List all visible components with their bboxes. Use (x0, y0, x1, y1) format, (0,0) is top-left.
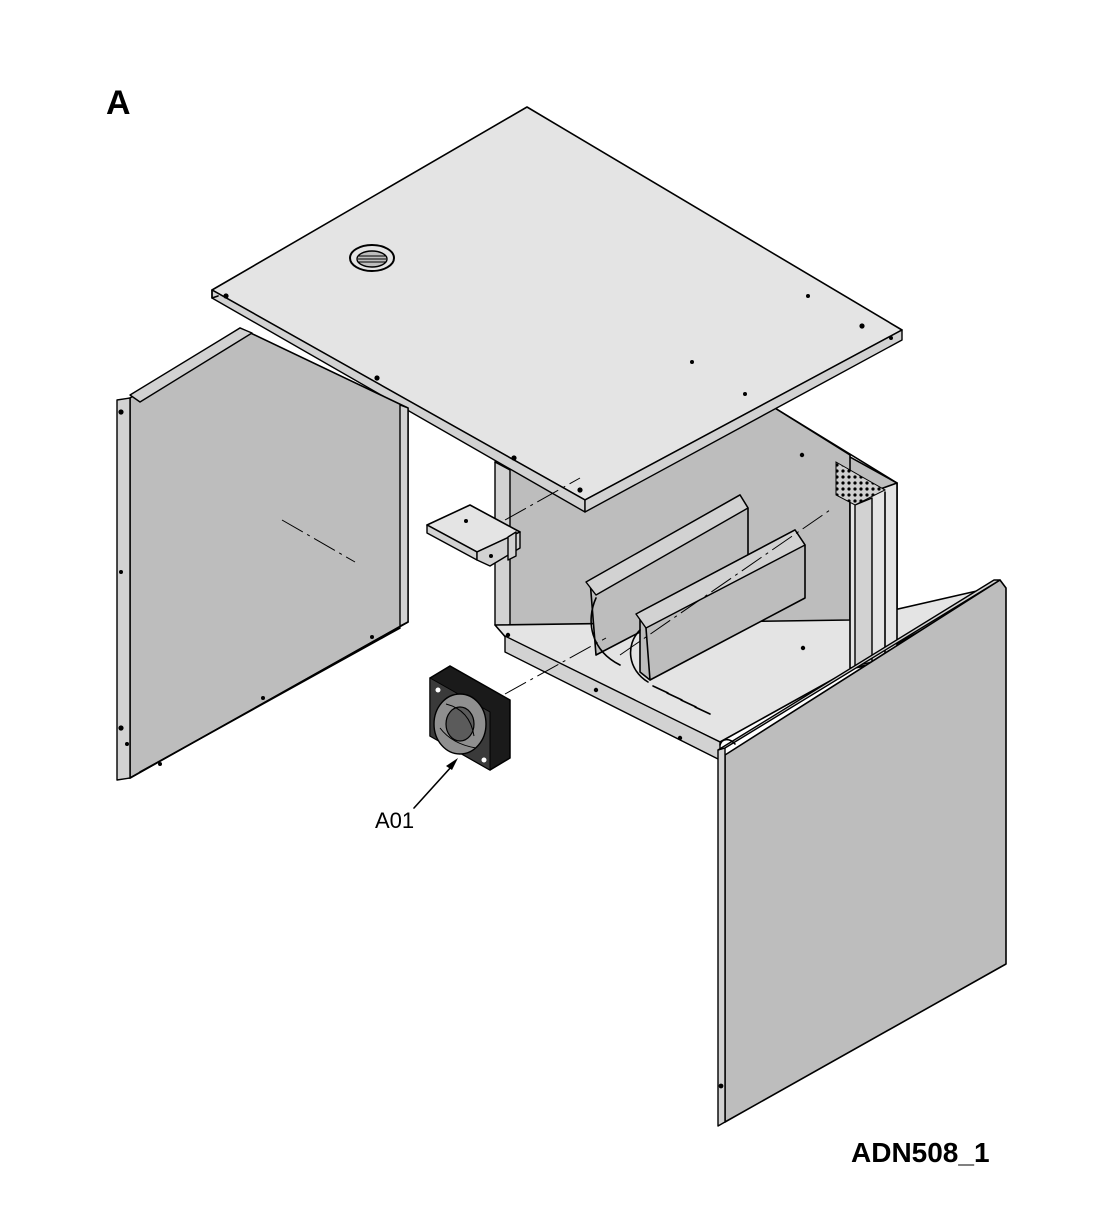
cable-grommet (349, 244, 395, 272)
part-callout-a01: A01 (375, 808, 415, 833)
callout-leader (413, 758, 458, 809)
vent-slots (652, 685, 711, 715)
drawing-id: ADN508_1 (851, 1137, 990, 1168)
cooling-fan (429, 665, 511, 771)
internal-partitions (585, 494, 806, 683)
mounting-bracket (426, 504, 521, 567)
construction-lines (504, 477, 831, 695)
right-front-panel (717, 579, 1007, 1127)
top-cover-panel (211, 106, 903, 513)
section-label: A (106, 84, 131, 122)
left-side-panel (116, 327, 409, 781)
